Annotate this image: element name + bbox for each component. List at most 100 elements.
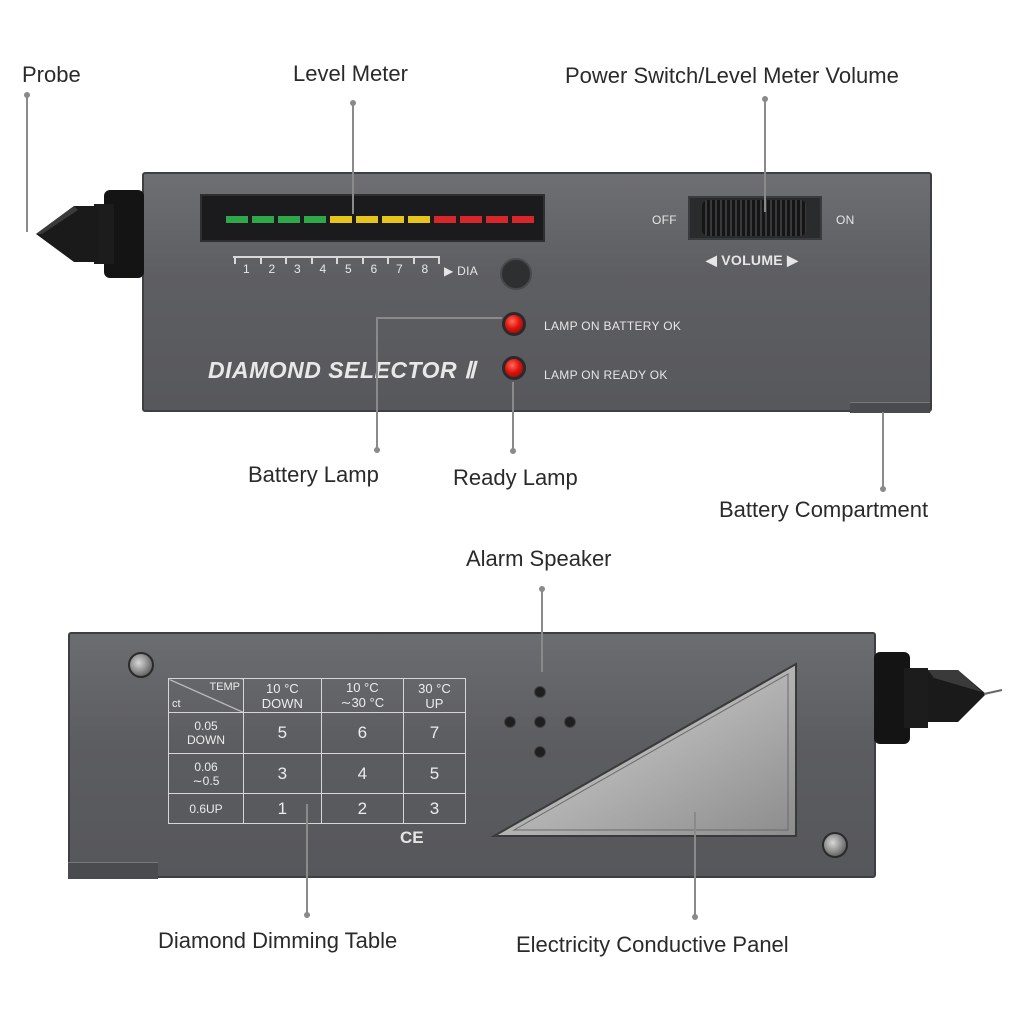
speaker-hole [534,716,546,728]
scale-tick [234,256,236,264]
row-header: 0.6UP [168,793,244,824]
table-cell: 1 [243,793,322,824]
scale-tick [336,256,338,264]
dia-sensor [500,258,532,290]
off-label: OFF [652,213,677,227]
dia-label: ▶ DIA [444,264,479,278]
ready-lamp [502,356,526,380]
volume-wheel[interactable] [702,200,806,236]
corner-ct: ct [172,698,181,710]
led-segment-green [252,216,274,223]
table-cell: 7 [402,712,467,754]
leader-dot [539,586,545,592]
scale-tick [310,256,313,264]
scale-tick [285,256,287,264]
probe-callout: Probe [22,62,81,87]
level-meter-display [200,194,545,242]
leader-dot [692,914,698,920]
led-segment-red [434,216,456,223]
table-cell: 6 [320,712,404,754]
scale-number: 1 [243,262,250,276]
ready-lamp-callout: Ready Lamp [453,465,578,490]
scale-number: 4 [319,262,327,276]
corner-temp: TEMP [209,681,240,693]
leader-dot [304,912,310,918]
power-switch-callout: Power Switch/Level Meter Volume [565,63,899,88]
conductive-panel [490,662,797,837]
leader-dimming-table [306,804,308,914]
leader-battery-compartment [882,412,884,490]
led-segment-red [486,216,508,223]
scale-tick [412,256,415,264]
scale-tick [259,256,262,264]
leader-ready-lamp [512,382,514,452]
table-cell: 4 [320,752,404,795]
scale-number: 6 [370,262,378,276]
led-segment-yellow [408,216,430,223]
battery-compartment-callout: Battery Compartment [719,497,929,522]
dimming-table-callout: Diamond Dimming Table [158,928,398,953]
battery-lamp [502,312,526,336]
scale-number: 2 [268,262,276,276]
led-segment-yellow [356,216,378,223]
leader-battery-lamp-v [376,317,378,451]
bottom-edge [68,862,158,879]
meter-scale [233,256,438,258]
leader-dot [374,447,380,453]
scale-tick [387,256,389,264]
alarm-speaker-callout: Alarm Speaker [466,546,612,571]
table-cell: 5 [402,752,467,795]
on-label: ON [836,213,855,227]
leader-battery-lamp-h [376,317,502,319]
battery-compartment [850,402,930,413]
table-cell: 2 [320,793,404,824]
leader-power-switch [764,100,766,212]
leader-probe [26,96,28,232]
row-header: 0.06∼0.5 [168,752,244,795]
table-corner: TEMP ct [168,678,244,713]
speaker-hole [504,716,516,728]
scale-tick [361,256,364,264]
battery-lamp-callout: Battery Lamp [248,462,379,487]
leader-conductive-panel [694,812,696,916]
led-segment-green [304,216,326,223]
probe-tip-bottom [874,652,1003,744]
led-segment-green [226,216,248,223]
probe-tip-top [36,190,144,278]
led-segment-red [512,216,534,223]
scale-tick [438,256,440,264]
leader-dot [350,100,356,106]
screw-bottom-right [822,832,848,858]
speaker-hole [564,716,576,728]
speaker-hole [534,686,546,698]
ce-mark: CE [400,828,424,847]
scale-number: 7 [396,262,403,276]
led-segment-green [278,216,300,223]
leader-dot [24,92,30,98]
scale-number: 3 [294,262,301,276]
brand-label: DIAMOND SELECTOR Ⅱ [208,357,476,383]
table-cell: 3 [243,752,322,795]
battery-lamp-label: LAMP ON BATTERY OK [544,319,682,333]
leader-dot [510,448,516,454]
scale-number: 8 [421,262,429,276]
volume-label: ◀ VOLUME ▶ [706,252,799,268]
led-segment-yellow [382,216,404,223]
leader-level-meter [352,104,354,214]
leader-alarm-speaker [541,590,543,672]
table-cell: 5 [243,712,322,754]
table-cell: 3 [402,793,467,824]
col-header: 10 °C∼30 °C [320,678,404,713]
scale-number: 5 [345,262,352,276]
level-meter-callout: Level Meter [293,61,408,86]
led-segment-yellow [330,216,352,223]
conductive-panel-callout: Electricity Conductive Panel [516,932,789,957]
leader-dot [880,486,886,492]
screw-top-left [128,652,154,678]
speaker-hole [534,746,546,758]
led-segment-red [460,216,482,223]
ready-lamp-label: LAMP ON READY OK [544,368,668,382]
